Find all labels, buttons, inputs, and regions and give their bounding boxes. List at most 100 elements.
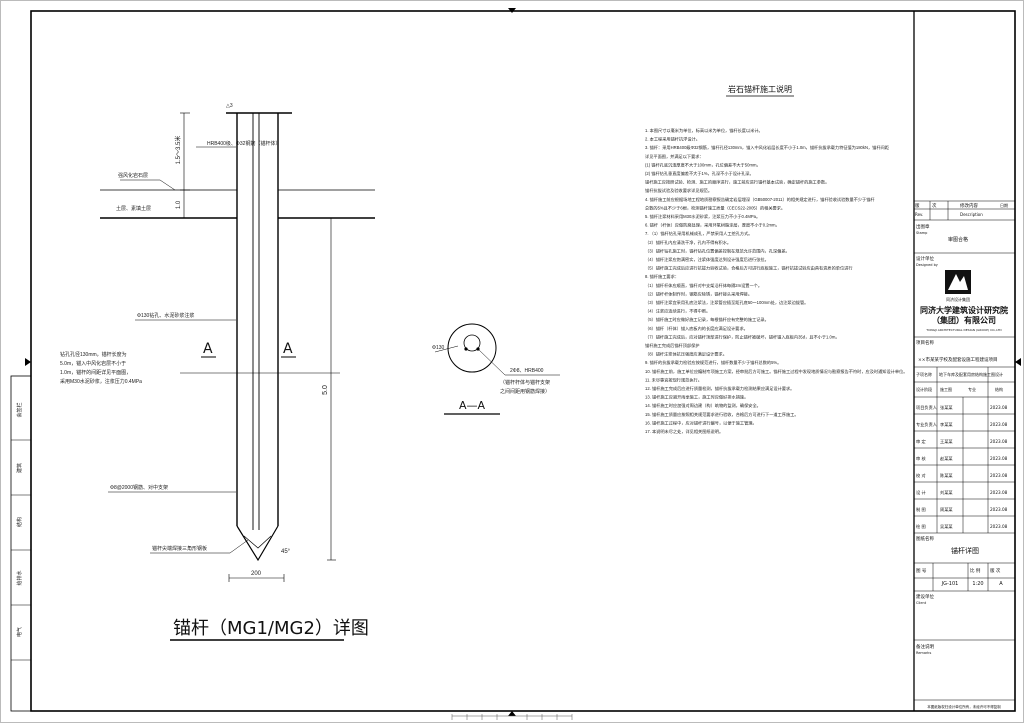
subitem-label: 子项名称 xyxy=(916,371,932,377)
rev-h1: 次 xyxy=(932,202,937,209)
sheet-no: JG-101 xyxy=(941,581,959,587)
note-line: (2) 锚杆钻孔垂直度偏差不大于1%，孔深不小于设计孔深。 xyxy=(645,170,754,177)
note-line: 总数的5%且不少于6根，检测锚杆施工质量（CECS22-2005）的相关要求。 xyxy=(645,204,785,211)
anchor-elevation: △3 45° A A 1.5～3.5米 1.0 5.0 200 xyxy=(60,103,375,641)
callout-tip: 锚杆尖端焊接三角形钢板 xyxy=(152,545,207,552)
section-aa: Φ130 2Φ8、HRB400 （锚杆杆体与锚杆支架 之间间距用钢筋焊接） A—… xyxy=(432,323,560,415)
scale-label: 比 例 xyxy=(970,567,981,574)
notes-label: 备注说明 xyxy=(916,643,934,650)
note-line: 3. 锚杆：采用HRB400级Φ32钢筋，锚杆孔径130mm，锚入中风化岩层长度… xyxy=(645,144,889,151)
sheet-no-label: 图 号 xyxy=(916,568,927,574)
notes-title: 岩石锚杆施工说明 xyxy=(728,84,792,94)
note-line: 详见平面图，并满足以下要求： xyxy=(645,153,704,160)
role-role: 项目负责人 xyxy=(916,404,938,411)
note-line: 锚杆施工应按照试验、检测、施工的顺序进行，施工前应进行锚杆基本试验，确定锚杆的施… xyxy=(645,179,829,186)
company-en: TONGJI ARCHITECTURAL DESIGN (GROUP) CO.,… xyxy=(925,328,1002,332)
left-countersign-strip: 会签栏 建筑 结构 给排水 电气 xyxy=(10,375,32,712)
note-line: （8）锚杆注浆体抗压强度应满足设计要求。 xyxy=(645,351,727,358)
rev-s0: Rev. xyxy=(915,212,923,217)
discipline: 结构 xyxy=(995,386,1003,392)
note-line: （4）注浆应连续进行，不得中断。 xyxy=(645,308,710,315)
note-line: （3）锚杆注浆宜采用孔底注浆法，注浆管应插至距孔底50～100mm处，边注浆边拔… xyxy=(645,299,808,306)
note-line: 16. 锚杆施工过程中，应对锚杆进行编号，以便于施工管理。 xyxy=(645,419,757,426)
role-date: 2023.08 xyxy=(990,439,1008,444)
strip-label-3: 给排水 xyxy=(16,570,23,585)
title-block xyxy=(913,11,1015,711)
note-line: （6）锚杆（杆体）锚入底板内的长度应满足设计要求。 xyxy=(645,325,748,332)
notes-lines: 1. 本图尺寸以毫米为单位，标高以米为单位，锚杆长度以米计。2. 本工程采用锚杆… xyxy=(645,127,907,435)
footer: 本图纸版权归设计单位所有，未经许可不得复制 xyxy=(927,704,1001,709)
note-line: 9. 锚杆的抗拔承载力检验应按规范进行，锚杆数量不少于锚杆总数的5%。 xyxy=(645,359,781,366)
role-date: 2023.08 xyxy=(990,524,1008,529)
strip-label-0: 会签栏 xyxy=(16,402,23,417)
role-date: 2023.08 xyxy=(990,422,1008,427)
section-dia: Φ130 xyxy=(432,345,445,351)
version-label: 版 次 xyxy=(990,567,1001,574)
dim-total-text: 5.0 xyxy=(322,385,329,395)
version: A xyxy=(999,581,1003,587)
seal-text: 审图合格 xyxy=(948,236,968,243)
company-logo: 同济设计集团 xyxy=(945,270,971,302)
role-name: 赵某某 xyxy=(940,455,953,462)
grout-note-3: 1.0m，锚杆的间距详见平面图， xyxy=(60,369,131,376)
grout-note-2: 5.0m，锚入中风化岩层不小于 xyxy=(60,360,126,367)
logo-text: 同济设计集团 xyxy=(946,296,970,302)
center-mark-right xyxy=(1015,358,1021,366)
dim-free-length-text: 1.5～3.5米 xyxy=(174,136,182,165)
phase-label: 设计阶段 xyxy=(916,386,932,392)
role-role: 制 图 xyxy=(916,506,926,513)
note-line: 2. 本工程采用锚杆抗浮设计。 xyxy=(645,136,700,143)
rev-s1: Description xyxy=(960,212,983,217)
note-line: 5. 锚杆注浆材料采用M30水泥砂浆，注浆压力不小于0.4MPa。 xyxy=(645,213,760,220)
rev-h0: 版 xyxy=(915,202,920,209)
anchor-tip xyxy=(236,525,279,562)
strip-label-2: 结构 xyxy=(16,517,23,527)
top-label: △3 xyxy=(226,103,233,109)
company-name-2: （集团）有限公司 xyxy=(932,315,996,325)
title-block-text: 版 次 修改内容 Rev. Description 日期 出图章 Stamp 审… xyxy=(915,202,1008,709)
callout-centralizer: Φ8@2000钢筋、对中支架 xyxy=(110,484,168,491)
role-date: 2023.08 xyxy=(990,473,1008,478)
role-date: 2023.08 xyxy=(990,507,1008,512)
tip-plate xyxy=(243,535,272,549)
role-name: 张某某 xyxy=(940,404,953,411)
construction-notes: 岩石锚杆施工说明 1. 本图尺寸以毫米为单位，标高以米为单位，锚杆长度以米计。2… xyxy=(645,84,907,435)
scale: 1:20 xyxy=(972,581,983,587)
note-line: 10. 锚杆施工前，施工单位应编制专项施工方案，经审批后方可施工。锚杆施工过程中… xyxy=(645,368,907,375)
project-label: 项目名称 xyxy=(916,339,934,346)
client-label: 建设单位 xyxy=(916,593,934,600)
note-line: （2）锚杆孔内应清洗干净，孔内不得有积水。 xyxy=(645,239,731,246)
note-line: 6. 锚杆（杆体）应做防腐处理，采用环氧树脂涂层，厚度不小于0.2mm。 xyxy=(645,222,780,229)
seal-label-en: Stamp xyxy=(916,231,928,235)
section-rod xyxy=(463,334,481,352)
center-mark-top xyxy=(508,8,516,13)
notes-label-en: Remarks xyxy=(916,651,931,655)
role-name: 王某某 xyxy=(940,439,953,445)
role-name: 吴某某 xyxy=(940,524,953,530)
callout-anchor-body: Φ130钻孔、水泥砂浆注浆 xyxy=(137,312,194,319)
role-role: 设 计 xyxy=(916,489,926,496)
role-role: 专业负责人 xyxy=(916,421,938,428)
company-label-en: Designed by xyxy=(916,263,938,267)
tip-angle: 45° xyxy=(281,549,291,555)
role-name: 刘某某 xyxy=(940,489,953,496)
strip-label-1: 建筑 xyxy=(16,463,23,473)
section-title: A—A xyxy=(459,399,486,412)
phase: 施工图 xyxy=(940,386,952,392)
callout-rock-layer: 强风化岩石层 xyxy=(118,172,148,179)
discipline-label: 专业 xyxy=(968,386,976,392)
section-circle xyxy=(447,323,497,373)
note-line: （3）锚杆钻孔施工时，锚杆钻孔位置偏差控制在规范允许范围内，孔深偏差。 xyxy=(645,247,790,254)
note-line: (1) 锚杆孔底沉渣厚度不大于100mm，孔位偏差不大于50mm。 xyxy=(645,161,761,168)
project-name: ××市某某学校及配套设施工程建设项目 xyxy=(918,356,998,363)
company-name-1: 同济大学建筑设计研究院 xyxy=(920,305,1008,315)
dim-bottom-text: 200 xyxy=(251,571,262,577)
center-mark-bottom xyxy=(508,711,516,716)
role-role: 审 核 xyxy=(916,455,927,462)
note-line: 锚杆抗拔试验及验收要求详见规范。 xyxy=(645,187,712,194)
drawing-title: 锚杆（MG1/MG2）详图 xyxy=(173,618,369,639)
subitem-name: 地下车库及配套用房结构施工图设计 xyxy=(939,371,1003,377)
role-name: 周某某 xyxy=(940,507,953,513)
dim-embed-text: 1.0 xyxy=(176,200,182,209)
